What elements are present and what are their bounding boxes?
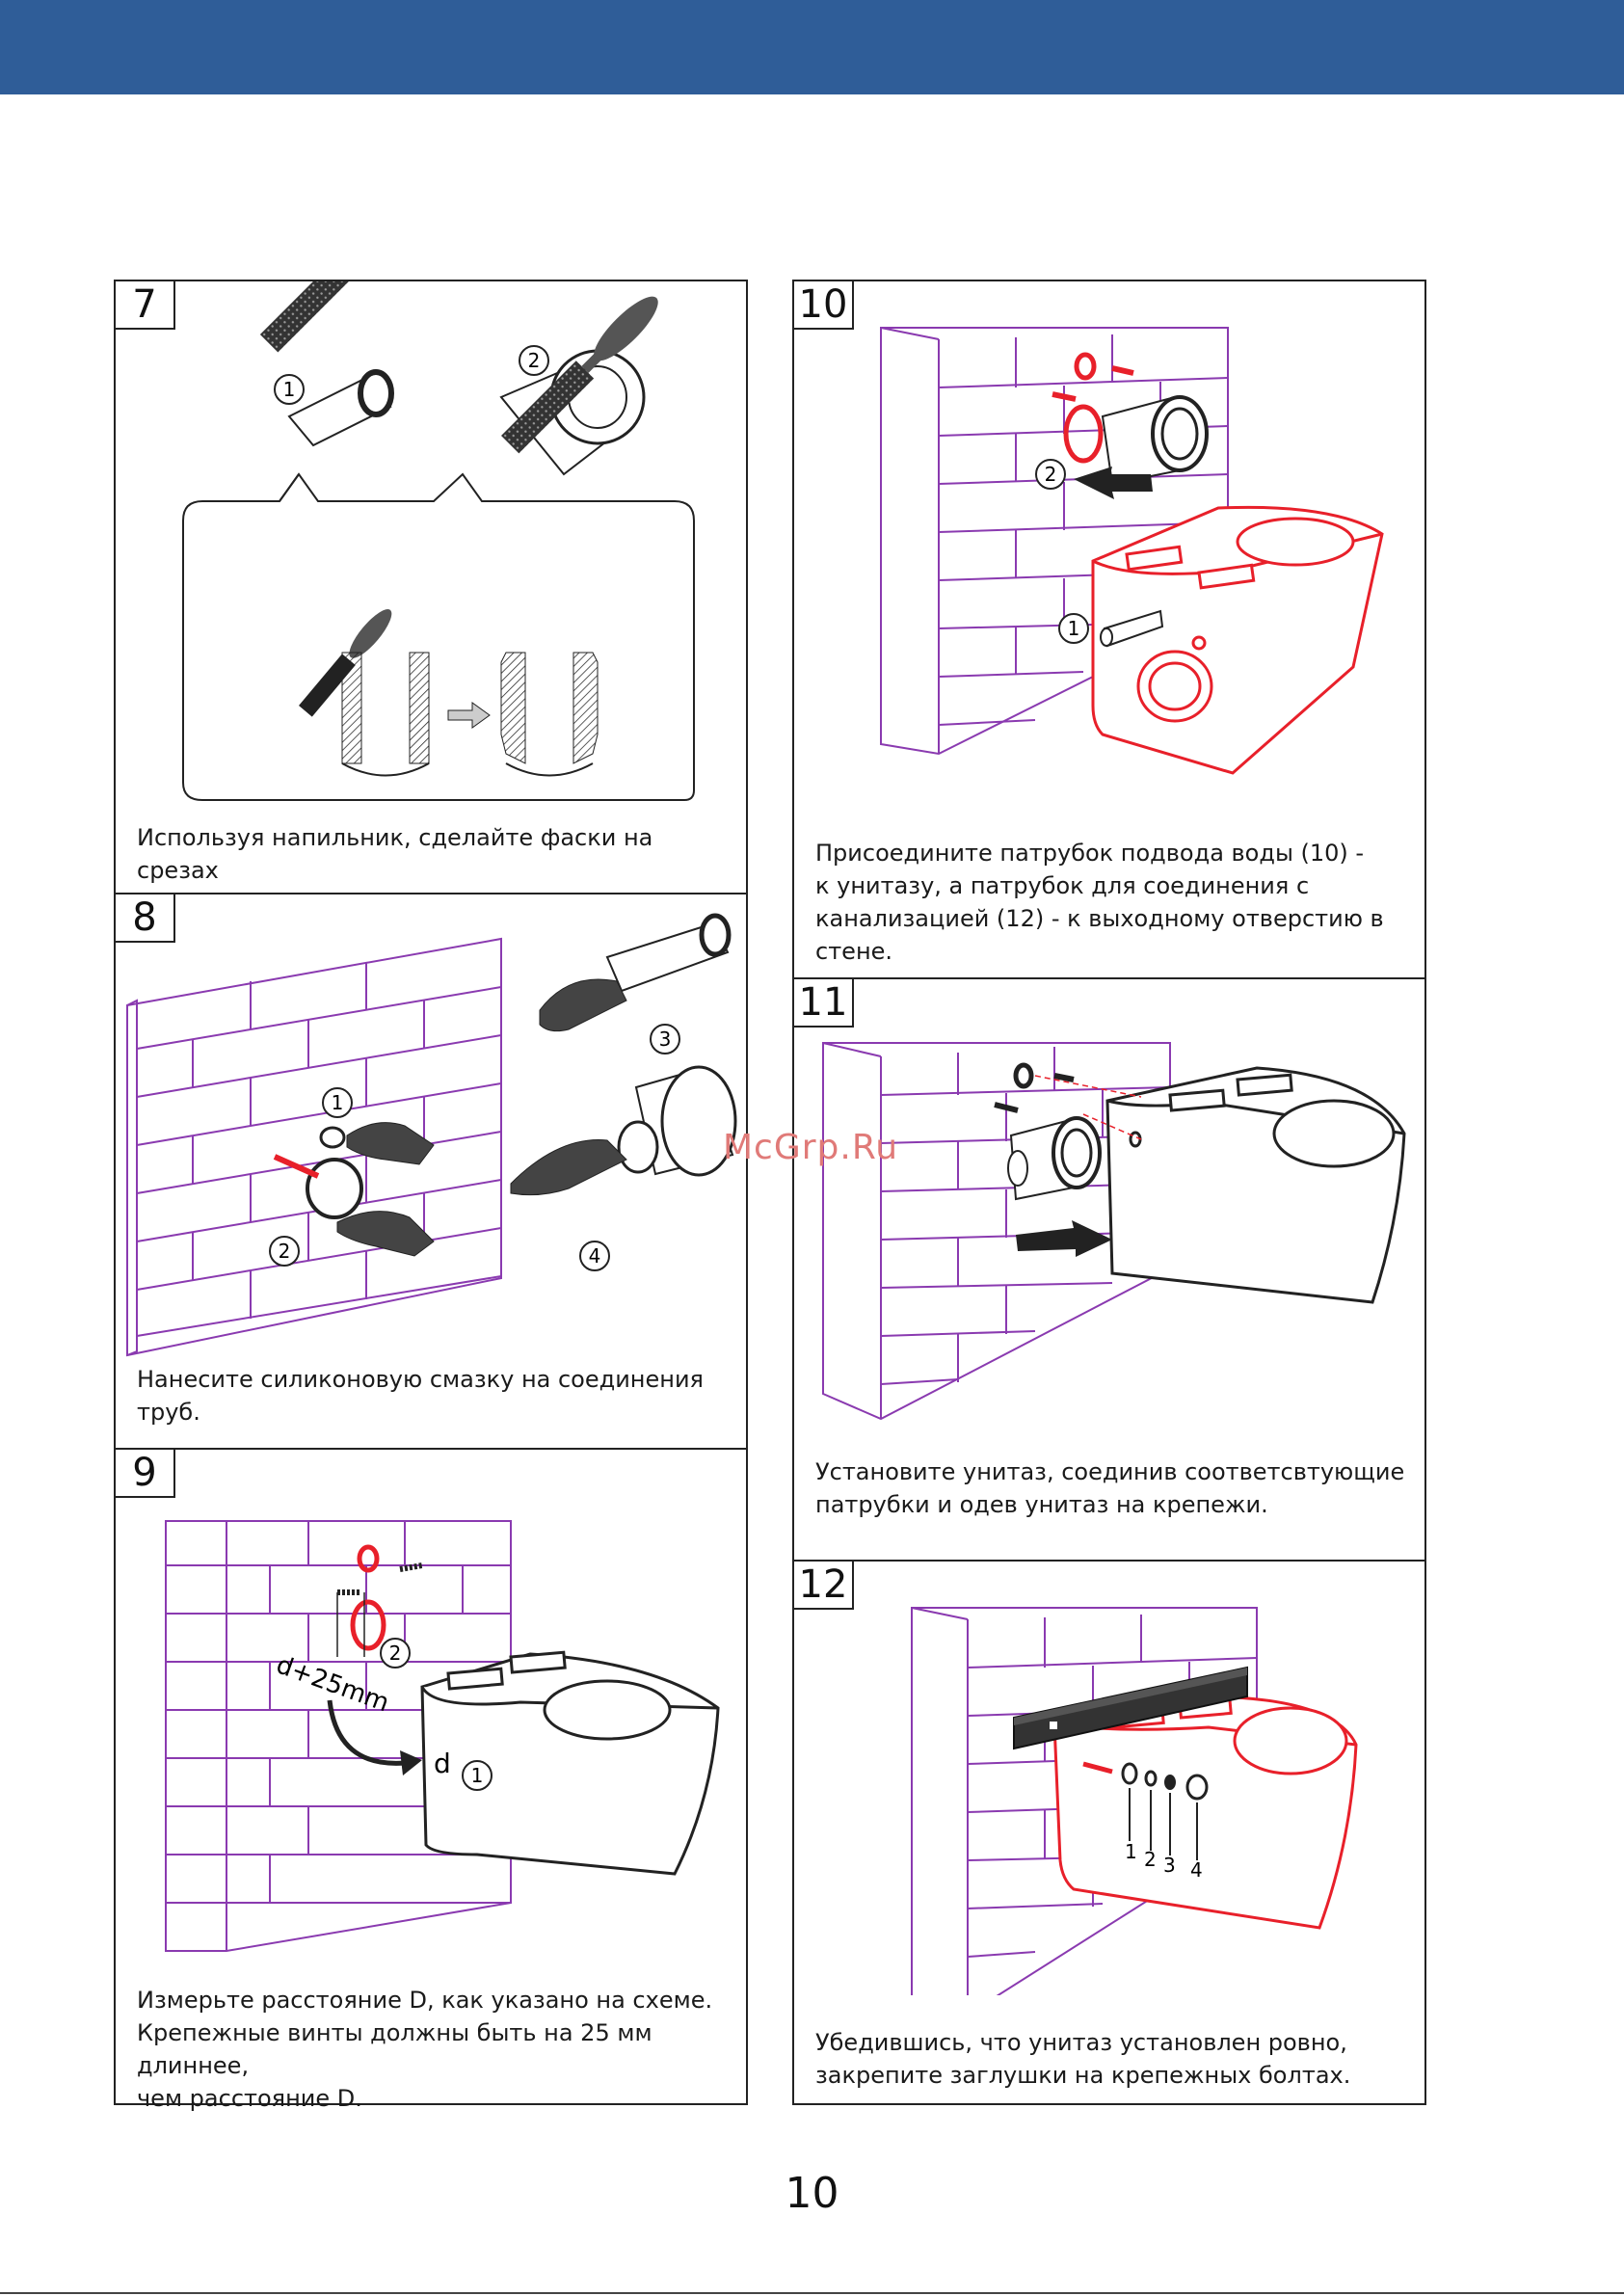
svg-text:3: 3	[659, 1028, 672, 1051]
svg-text:2: 2	[389, 1642, 402, 1665]
callout-1: 1	[1058, 613, 1089, 644]
pipe-icon	[287, 369, 394, 447]
step-11-panel: 11	[792, 977, 1426, 1562]
pipe-icon	[539, 913, 732, 1032]
d-label: d	[434, 1748, 451, 1779]
svg-text:1: 1	[283, 378, 296, 401]
pipe-icon	[1007, 1116, 1102, 1201]
header-band	[0, 0, 1624, 94]
arrow-left-icon	[1074, 467, 1153, 499]
watermark: McGrp.Ru	[723, 1128, 899, 1167]
step-12-illustration: 1 2 3 4	[911, 1607, 1358, 1995]
pipe-icon	[1101, 395, 1209, 486]
pipe-section-after	[500, 652, 599, 777]
brick-wall	[126, 937, 502, 1357]
callout-2: 2	[519, 345, 549, 376]
step-7-illustration: 1 2	[182, 281, 695, 801]
seal-ring-icon	[994, 1062, 1142, 1140]
svg-text:4: 4	[589, 1244, 601, 1268]
step-11-illustration	[822, 1042, 1406, 1421]
callout-2: 2	[380, 1638, 411, 1669]
pipe-icon	[273, 1126, 363, 1219]
svg-text:2: 2	[279, 1240, 291, 1263]
file-tool-icon	[299, 609, 392, 717]
seal-ring-icon	[337, 1544, 423, 1651]
callout-2: 2	[1144, 1848, 1157, 1871]
step-9-caption: Измерьте расстояние D, как указано на сх…	[137, 1987, 713, 2112]
callout-4: 4	[1190, 1858, 1203, 1882]
step-7-panel: 7 1 2	[114, 280, 748, 917]
file-tool-icon	[501, 296, 658, 454]
hand-icon	[336, 1122, 435, 1257]
step-7-number: 7	[114, 280, 175, 330]
callout-1: 1	[322, 1087, 353, 1118]
step-9-panel: 9 d+25mm 2	[114, 1448, 748, 2112]
bolt-caps	[1082, 1761, 1209, 1860]
pipe-section-before	[341, 652, 430, 777]
callout-1: 1	[274, 374, 305, 405]
step-10-illustration: 2 1	[880, 327, 1384, 775]
step-12-caption: Убедившись, что унитаз установлен ровно,…	[815, 2029, 1351, 2089]
arrow-right-icon	[447, 702, 491, 729]
toilet-icon	[1091, 505, 1384, 775]
toilet-icon	[1052, 1695, 1358, 1930]
callout-2: 2	[269, 1236, 300, 1267]
footer-rule	[0, 2292, 1624, 2294]
step-8-panel: 8 1 2	[114, 893, 748, 1450]
callout-1: 1	[462, 1760, 493, 1791]
step-9-number: 9	[114, 1448, 175, 1498]
step-10-panel: 10 2	[792, 280, 1426, 979]
pipe-icon	[1100, 609, 1164, 648]
level-tool-icon	[1013, 1666, 1248, 1750]
step-11-caption: Установите унитаз, соединив соответсвтую…	[815, 1458, 1405, 1518]
callout-4: 4	[579, 1241, 610, 1271]
step-9-illustration: d+25mm 2 d 1	[165, 1520, 720, 1952]
seal-ring-icon	[1052, 352, 1134, 464]
step-8-number: 8	[114, 893, 175, 943]
svg-text:2: 2	[1045, 463, 1057, 486]
svg-text:2: 2	[528, 349, 541, 372]
callout-1: 1	[1125, 1840, 1137, 1863]
step-10-caption: Присоедините патрубок подвода воды (10) …	[815, 840, 1384, 965]
arrow-right-icon	[1016, 1220, 1112, 1257]
pipe-icon	[499, 349, 646, 476]
svg-text:1: 1	[332, 1091, 344, 1114]
step-10-number: 10	[792, 280, 854, 330]
step-11-number: 11	[792, 977, 854, 1028]
toilet-icon	[1105, 1066, 1406, 1304]
svg-text:1: 1	[1068, 617, 1080, 640]
step-8-illustration: 1 2 3 4	[126, 913, 737, 1357]
file-tool-icon	[260, 281, 354, 353]
step-12-panel: 12	[792, 1560, 1426, 2105]
step-8-caption: Нанесите силиконовую смазку на соединени…	[137, 1366, 704, 1426]
page-number: 10	[785, 2169, 839, 2218]
pipe-icon	[510, 1065, 737, 1196]
brick-wall	[165, 1520, 512, 1952]
toilet-icon	[420, 1650, 720, 1876]
callout-3: 3	[1163, 1854, 1176, 1877]
step-12-number: 12	[792, 1560, 854, 1610]
callout-2: 2	[1035, 459, 1066, 490]
svg-text:1: 1	[471, 1764, 484, 1787]
callout-3: 3	[650, 1024, 680, 1055]
